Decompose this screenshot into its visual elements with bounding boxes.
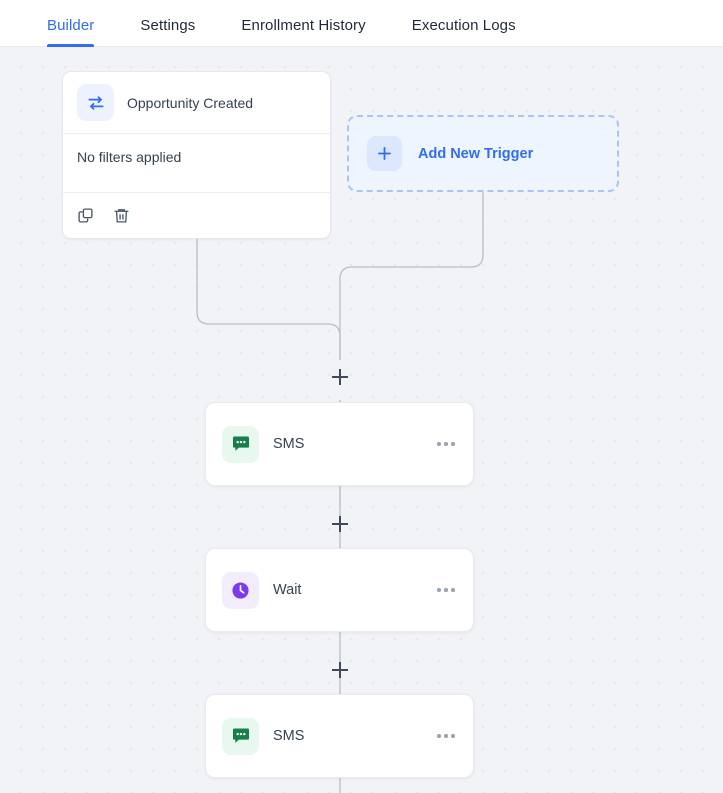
tab-builder[interactable]: Builder	[47, 17, 95, 47]
copy-icon[interactable]	[77, 207, 94, 224]
plus-icon	[367, 136, 402, 171]
clock-icon	[222, 571, 259, 609]
trigger-card-header: Opportunity Created	[63, 72, 330, 134]
workflow-node-label: Wait	[273, 582, 302, 598]
more-options-icon[interactable]	[435, 728, 457, 744]
sms-chat-icon	[222, 425, 259, 463]
tab-enrollment-history-label: Enrollment History	[241, 17, 366, 34]
tab-builder-label: Builder	[47, 17, 95, 34]
workflow-node-label: SMS	[273, 436, 305, 452]
trash-icon[interactable]	[113, 207, 130, 224]
trigger-title: Opportunity Created	[127, 94, 254, 111]
add-step-button-2[interactable]	[331, 515, 349, 533]
workflow-canvas[interactable]: Opportunity Created No filters applied	[0, 47, 723, 793]
add-new-trigger-button[interactable]: Add New Trigger	[347, 115, 619, 192]
workflow-node-wait-1[interactable]: Wait	[205, 548, 474, 632]
trigger-filters-text: No filters applied	[63, 134, 330, 193]
add-new-trigger-label: Add New Trigger	[418, 145, 534, 162]
workflow-node-sms-2[interactable]: SMS	[205, 694, 474, 778]
trigger-card[interactable]: Opportunity Created No filters applied	[62, 71, 331, 239]
more-options-icon[interactable]	[435, 436, 457, 452]
workflow-node-label: SMS	[273, 728, 305, 744]
add-step-button-1[interactable]	[331, 368, 349, 386]
workflow-tab-bar: Builder Settings Enrollment History Exec…	[0, 0, 723, 47]
sms-chat-icon	[222, 717, 259, 755]
workflow-node-sms-1[interactable]: SMS	[205, 402, 474, 486]
tab-settings-label: Settings	[140, 17, 196, 34]
tab-execution-logs-label: Execution Logs	[411, 17, 516, 34]
tab-enrollment-history[interactable]: Enrollment History	[241, 17, 365, 46]
more-options-icon[interactable]	[435, 582, 457, 598]
tab-execution-logs[interactable]: Execution Logs	[412, 17, 516, 46]
trigger-card-footer	[63, 193, 330, 238]
add-step-button-3[interactable]	[331, 661, 349, 679]
tab-settings[interactable]: Settings	[140, 17, 195, 46]
transfer-arrows-icon	[77, 84, 114, 121]
